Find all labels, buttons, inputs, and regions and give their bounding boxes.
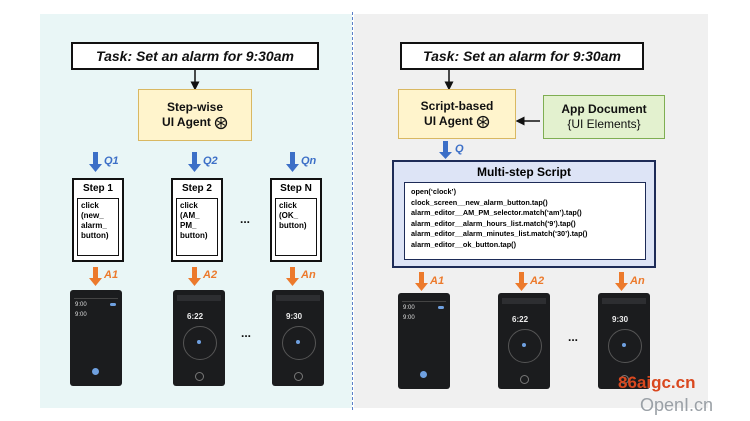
step-title: Step N <box>280 183 312 194</box>
picker-time: 9:30 <box>612 315 629 324</box>
add-alarm-fab <box>92 368 99 375</box>
clock-dial <box>508 329 542 363</box>
script-line: alarm_editor__AM_PM_selector.match(‘am’)… <box>411 208 582 217</box>
screens-ellipsis-left: ... <box>241 326 252 340</box>
task-box-left: Task: Set an alarm for 9:30am <box>71 42 319 70</box>
script-line: alarm_editor__alarm_minutes_list.match(‘… <box>411 229 588 238</box>
action-label-n: An <box>301 269 316 281</box>
watermark-line1: 86aigc.cn <box>618 373 696 392</box>
query-label-2: Q2 <box>203 155 218 167</box>
step-title: Step 1 <box>82 183 113 194</box>
picker-time: 9:30 <box>286 312 303 321</box>
action-label-1: A1 <box>430 275 445 287</box>
phone-screenshot-alarm-list: 9:00 9:00 <box>398 293 450 389</box>
action-label-2: A2 <box>203 269 218 281</box>
clock-dial <box>282 326 316 360</box>
script-based-agent-box: Script-based UI Agent <box>398 89 516 139</box>
alarm-time-2: 9:00 <box>75 312 87 318</box>
step-box-1: Step 1 click (new_ alarm_ button) <box>72 178 124 262</box>
openai-icon <box>214 116 228 129</box>
picker-time: 6:22 <box>187 312 204 321</box>
action-label-2: A2 <box>530 275 545 287</box>
alarm-time-2: 9:00 <box>403 315 415 321</box>
query-label-1: Q1 <box>104 155 119 167</box>
openai-icon <box>476 115 490 128</box>
task-label: Task: Set an alarm for 9:30am <box>96 48 294 64</box>
step-wise-agent-box: Step-wise UI Agent <box>138 89 252 141</box>
multi-step-script-box: Multi-step Script open(‘clock’) clock_sc… <box>392 160 656 268</box>
steps-ellipsis: ... <box>240 212 251 226</box>
doc-title: App Document <box>561 102 647 116</box>
step-action: click (new_ alarm_ button) <box>77 198 119 256</box>
query-label-n: Qn <box>301 155 317 167</box>
query-label: Q <box>455 143 464 155</box>
script-line: clock_screen__new_alarm_button.tap() <box>411 197 548 207</box>
task-label: Task: Set an alarm for 9:30am <box>423 48 621 64</box>
query-arrows <box>89 141 452 172</box>
watermark-line2: OpenI.cn <box>640 395 714 415</box>
add-alarm-fab <box>420 371 427 378</box>
script-line: open(‘clock’) <box>411 187 457 196</box>
step-action: click (AM_ PM_ button) <box>176 198 218 256</box>
action-label-n: An <box>630 275 645 287</box>
panel-divider <box>352 12 353 410</box>
script-line: alarm_editor__alarm_hours_list.match(‘9’… <box>411 218 576 228</box>
task-box-right: Task: Set an alarm for 9:30am <box>400 42 644 70</box>
phone-screenshot-time-picker-1: 6:22 <box>498 293 550 389</box>
script-line: alarm_editor__ok_button.tap() <box>411 239 517 249</box>
alarm-time-1: 9:00 <box>75 302 87 308</box>
script-code: open(‘clock’) clock_screen__new_alarm_bu… <box>404 182 646 260</box>
agent-name-line2: UI Agent <box>162 115 211 129</box>
script-title: Multi-step Script <box>476 165 571 179</box>
step-title: Step 2 <box>181 183 212 194</box>
agent-name-line1: Script-based <box>420 99 494 113</box>
step-box-n: Step N click (OK_ button) <box>270 178 322 262</box>
clock-dial <box>183 326 217 360</box>
clock-dial <box>608 329 642 363</box>
agent-name-line1: Step-wise <box>166 100 223 114</box>
screens-ellipsis-right: ... <box>568 330 579 344</box>
phone-screenshot-time-picker-n: 9:30 <box>598 293 650 389</box>
picker-time: 6:22 <box>512 315 529 324</box>
phone-screenshot-time-picker-n: 9:30 <box>272 290 324 386</box>
step-action: click (OK_ button) <box>275 198 317 256</box>
phone-screenshot-time-picker-1: 6:22 <box>173 290 225 386</box>
alarm-time-1: 9:00 <box>403 305 415 311</box>
agent-name-line2: UI Agent <box>424 114 473 128</box>
phone-screenshot-alarm-list: 9:00 9:00 <box>70 290 122 386</box>
action-arrows <box>89 267 628 291</box>
app-document-box: App Document {UI Elements} <box>543 95 665 139</box>
action-label-1: A1 <box>104 269 119 281</box>
doc-subtitle: {UI Elements} <box>567 117 641 131</box>
step-box-2: Step 2 click (AM_ PM_ button) <box>171 178 223 262</box>
